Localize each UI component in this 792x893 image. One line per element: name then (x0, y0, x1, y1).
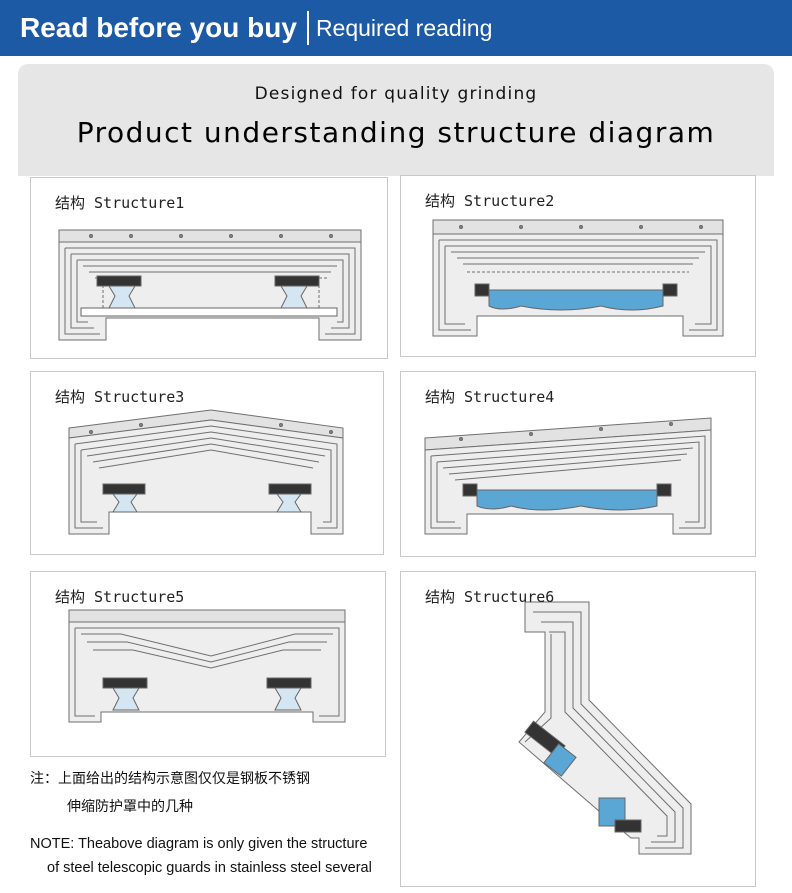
structure-6-label: 结构 Structure6 (425, 588, 555, 606)
structure-panel-3: 结构 Structure3 (30, 371, 384, 555)
structure-panel-1: 结构 Structure1 (30, 177, 388, 359)
banner-title: Read before you buy (20, 12, 297, 43)
structure-panel-5: 结构 Structure5 (30, 571, 386, 757)
structure-6-diagram (518, 601, 692, 855)
structure-3-label: 结构 Structure3 (55, 388, 185, 406)
structure-panel-6: 结构 Structure6 (400, 571, 756, 887)
structure-2-label: 结构 Structure2 (425, 192, 555, 210)
structure-panel-2: 结构 Structure2 (400, 175, 756, 357)
note-english-line-1: NOTE: Theabove diagram is only given the… (30, 836, 368, 852)
structure-5-diagram (68, 609, 346, 723)
note-chinese-line-1: 注：上面给出的结构示意图仅仅是钢板不锈钢 (30, 771, 310, 787)
structure-2-diagram (432, 219, 724, 337)
structure-3-diagram (68, 409, 344, 535)
banner-divider (306, 11, 309, 45)
structure-1-diagram (58, 229, 362, 341)
note-english-line-2: of steel telescopic guards in stainless … (47, 860, 372, 876)
structure-5-label: 结构 Structure5 (55, 588, 185, 606)
structure-4-diagram (424, 417, 712, 535)
banner-subtitle: Required reading (315, 14, 493, 41)
structure-4-label: 结构 Structure4 (425, 388, 555, 406)
note-chinese-line-2: 伸缩防护罩中的几种 (67, 799, 193, 815)
structure-panel-4: 结构 Structure4 (400, 371, 756, 557)
heading-title: Product understanding structure diagram (76, 116, 716, 149)
section-heading: Designed for quality grinding Product un… (18, 64, 774, 176)
structure-1-label: 结构 Structure1 (55, 194, 185, 212)
top-banner: Read before you buy Required reading (0, 0, 792, 56)
heading-tagline: Designed for quality grinding (254, 84, 538, 104)
